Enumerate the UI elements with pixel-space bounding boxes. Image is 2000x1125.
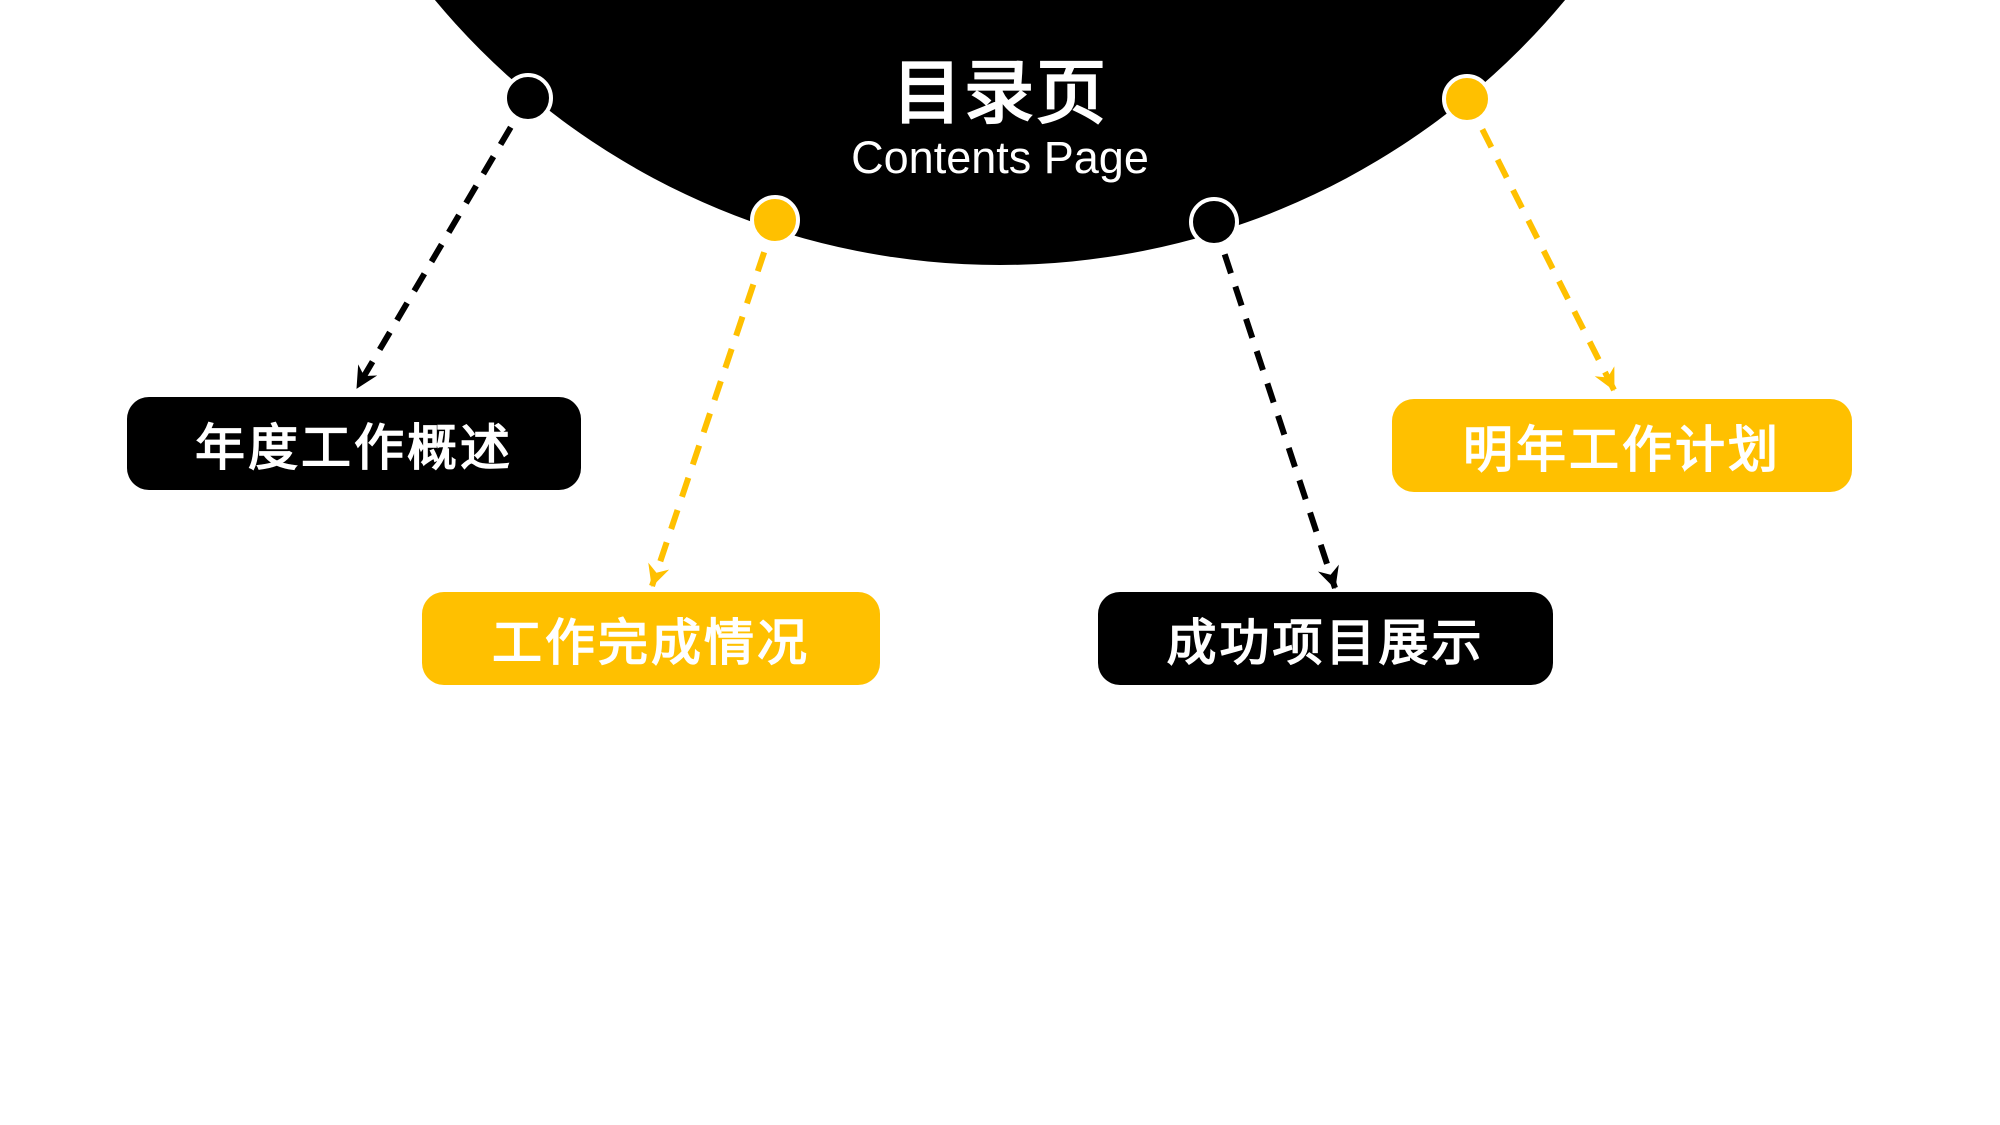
connector-arrow-3 xyxy=(1211,221,1339,589)
toc-item-label: 年度工作概述 xyxy=(195,419,513,476)
rim-dot-2 xyxy=(750,195,800,245)
header-circle xyxy=(435,0,1565,265)
toc-item-annual-work-overview[interactable]: 年度工作概述 xyxy=(127,397,581,490)
toc-item-label: 明年工作计划 xyxy=(1463,421,1781,478)
rim-dot-4 xyxy=(1442,74,1492,124)
toc-item-label: 成功项目展示 xyxy=(1166,614,1485,671)
connector-arrow-1 xyxy=(354,96,531,390)
toc-item-next-year-work-plan[interactable]: 明年工作计划 xyxy=(1392,399,1852,492)
toc-item-label: 工作完成情况 xyxy=(492,614,810,671)
rim-dot-3 xyxy=(1189,197,1239,247)
rim-dot-1 xyxy=(503,73,553,123)
connector-arrow-2 xyxy=(648,219,778,587)
toc-item-successful-project-showcase[interactable]: 成功项目展示 xyxy=(1098,592,1553,685)
connector-arrow-4 xyxy=(1464,97,1617,392)
toc-item-work-completion-status[interactable]: 工作完成情况 xyxy=(422,592,880,685)
